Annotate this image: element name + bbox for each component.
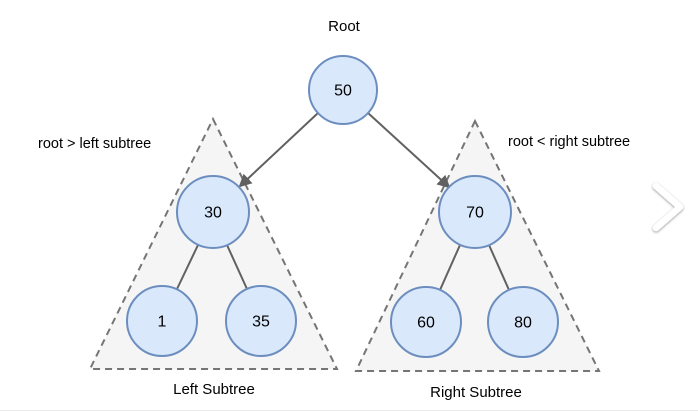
left-subtree-caption: Left Subtree <box>173 381 255 398</box>
carousel-next-button[interactable] <box>652 182 684 232</box>
node-right-root: 70 <box>438 175 512 249</box>
node-right-child-2: 80 <box>487 286 559 358</box>
node-root-circle <box>308 55 378 125</box>
node-right-root-circle <box>438 175 512 249</box>
right-subtree-caption: Right Subtree <box>430 384 522 401</box>
node-left-root-value: 30 <box>204 205 222 222</box>
node-right-child-2-circle <box>487 286 559 358</box>
edge-70-to-60 <box>439 244 461 291</box>
node-left-child-2-circle <box>225 285 297 357</box>
node-right-child-2-value: 80 <box>514 315 532 332</box>
edge-root-to-left <box>238 112 319 188</box>
node-right-root-value: 70 <box>466 205 484 222</box>
chevron-right-icon <box>652 182 684 232</box>
node-left-child-2: 35 <box>225 285 297 357</box>
node-right-child-1-circle <box>390 286 462 358</box>
node-left-root-circle <box>176 175 250 249</box>
node-right-child-1-value: 60 <box>417 315 435 332</box>
node-left-child-1-value: 1 <box>158 314 167 331</box>
edge-70-to-80 <box>488 244 510 291</box>
node-left-child-1-circle <box>126 285 198 357</box>
node-root-value: 50 <box>334 83 352 100</box>
node-left-root: 30 <box>176 175 250 249</box>
node-right-child-1: 60 <box>390 286 462 358</box>
root-title-label: Root <box>328 18 361 35</box>
node-root: 50 <box>308 55 378 125</box>
edge-root-to-right <box>367 112 451 189</box>
edge-30-to-35 <box>226 244 248 290</box>
node-left-child-2-value: 35 <box>252 314 270 331</box>
edge-30-to-1 <box>176 244 199 290</box>
node-left-child-1: 1 <box>126 285 198 357</box>
left-rule-label: root > left subtree <box>38 136 151 152</box>
right-rule-label: root < right subtree <box>508 134 630 150</box>
